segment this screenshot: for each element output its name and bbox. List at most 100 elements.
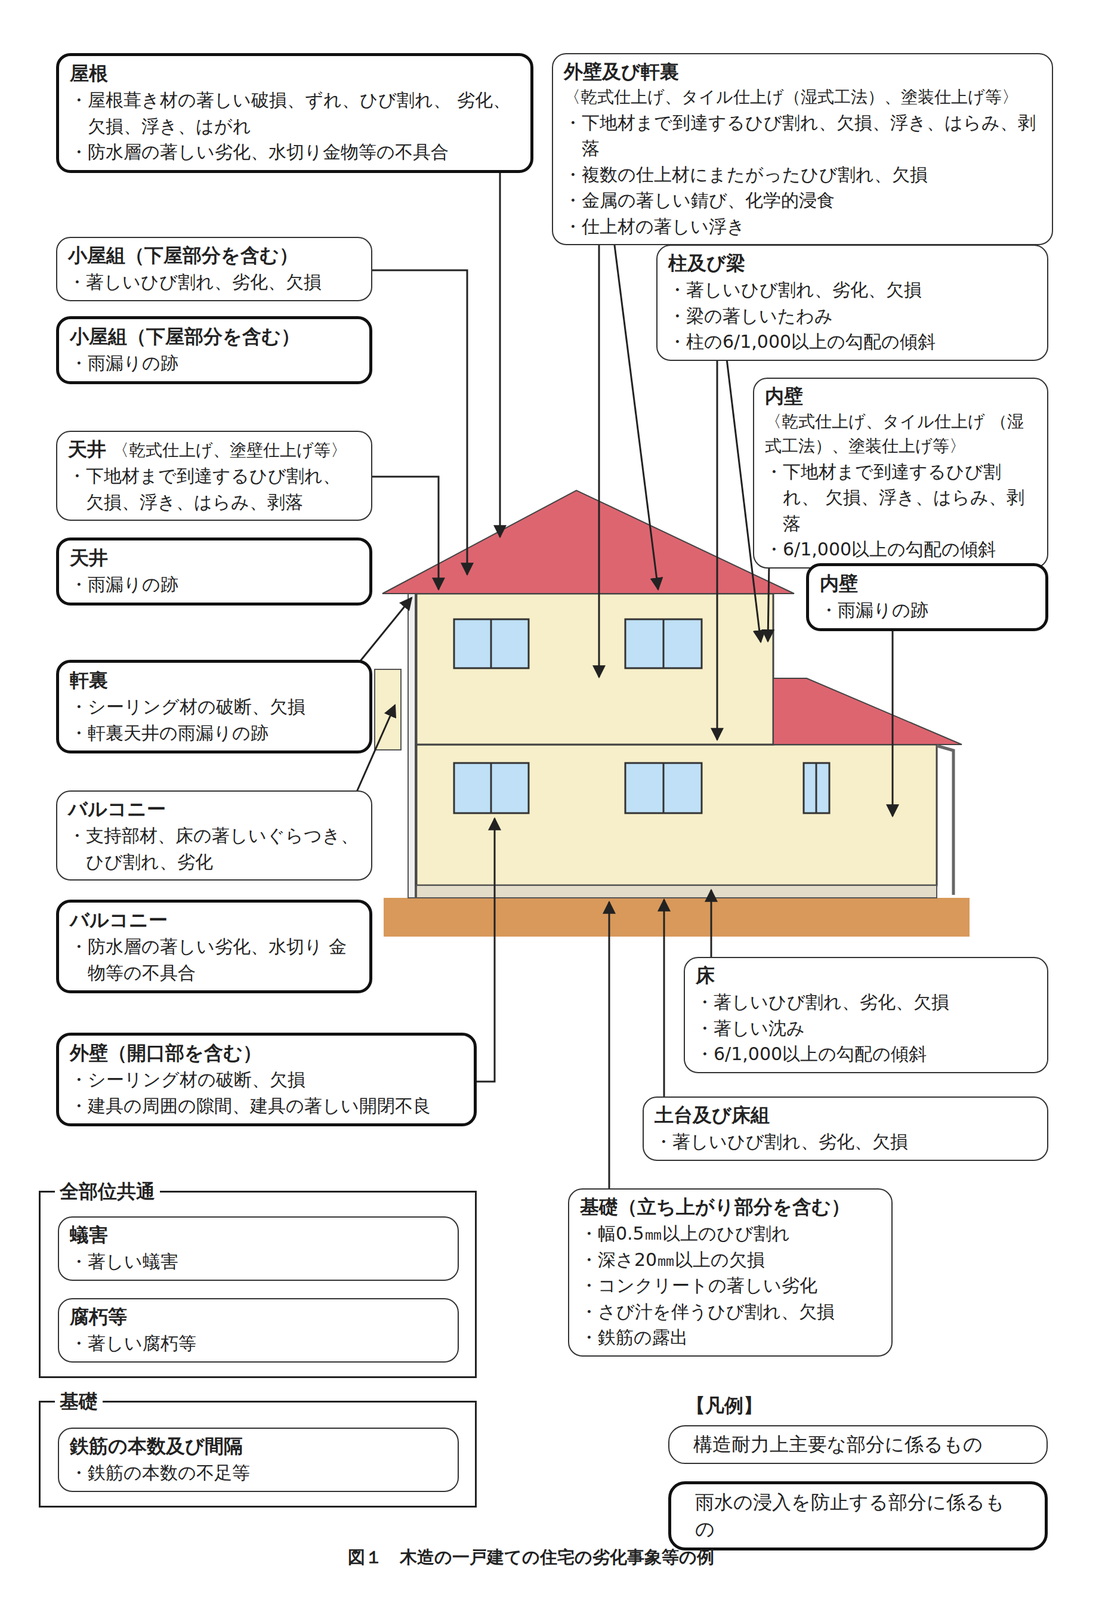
house-illustration xyxy=(408,593,416,898)
callout-box: 小屋組（下屋部分を含む）・著しいひび割れ、劣化、欠損 xyxy=(56,236,373,302)
house-illustration xyxy=(815,763,818,814)
part-heading: 外壁（開口部を含む） xyxy=(69,1039,463,1067)
defect-item: ・下地材まで到達するひび割れ、欠損、浮き、はらみ、剥落 xyxy=(563,109,1042,162)
callout-box: 内壁〈乾式仕上げ、タイル仕上げ （湿式工法）、塗装仕上げ等〉・下地材まで到達する… xyxy=(752,377,1049,569)
callout-box: 外壁及び軒裏〈乾式仕上げ、タイル仕上げ（湿式工法）、塗装仕上げ等〉・下地材まで到… xyxy=(551,53,1054,246)
part-heading: 天井 xyxy=(68,435,107,463)
group-frame: 全部位共通蟻害・著しい蟻害腐朽等・著しい腐朽等 xyxy=(38,1190,477,1379)
legend-text: 構造耐力上主要な部分に係るもの xyxy=(693,1433,983,1456)
house-illustration xyxy=(416,593,774,745)
callout-box: 内壁・雨漏りの跡 xyxy=(806,563,1049,632)
defect-item: ・雨漏りの跡 xyxy=(69,350,359,377)
house-illustration xyxy=(625,763,702,814)
defect-item: ・著しい腐朽等 xyxy=(69,1330,447,1357)
defect-item: ・複数の仕上材にまたがったひび割れ、欠損 xyxy=(563,161,1042,188)
part-heading: 基礎（立ち上がり部分を含む） xyxy=(579,1193,881,1221)
legend-title: 【凡例】 xyxy=(686,1392,763,1420)
defect-item: ・下地材まで到達するひび割れ、 欠損、浮き、はらみ、剥落 xyxy=(68,462,361,515)
defect-item: ・6/1,000以上の勾配の傾斜 xyxy=(764,536,1037,563)
callout-box: バルコニー・支持部材、床の著しいぐらつき、 ひび割れ、劣化 xyxy=(56,790,373,881)
part-heading: 小屋組（下屋部分を含む） xyxy=(69,322,359,351)
figure-caption: 図１ 木造の一戸建ての住宅の劣化事象等の例 xyxy=(238,1545,824,1570)
legend-sample: 構造耐力上主要な部分に係るもの xyxy=(668,1425,1048,1465)
defect-item: ・柱の6/1,000以上の勾配の傾斜 xyxy=(668,328,1037,356)
defect-item: ・軒裏天井の雨漏りの跡 xyxy=(69,720,359,747)
leader-arrow xyxy=(608,902,611,1218)
defect-item: ・金属の著しい錆び、化学的浸食 xyxy=(563,187,1042,214)
house-illustration xyxy=(662,763,665,814)
callout-box: 腐朽等・著しい腐朽等 xyxy=(57,1298,459,1363)
defect-item: ・雨漏りの跡 xyxy=(819,597,1035,624)
callout-box: 床・著しいひび割れ、劣化、欠損・著しい沈み・6/1,000以上の勾配の傾斜 xyxy=(683,957,1049,1074)
part-heading: バルコニー xyxy=(69,906,359,934)
leader-arrow xyxy=(499,149,502,537)
defect-item: ・梁の著しいたわみ xyxy=(668,303,1037,330)
callout-box: 天井〈乾式仕上げ、塗壁仕上げ等〉・下地材まで到達するひび割れ、 欠損、浮き、はら… xyxy=(56,430,373,521)
defect-item: ・著しい沈み xyxy=(695,1015,1037,1042)
house-illustration xyxy=(454,619,830,814)
callout-box: 柱及び梁・著しいひび割れ、劣化、欠損・梁の著しいたわみ・柱の6/1,000以上の… xyxy=(656,244,1049,361)
leader-arrow xyxy=(598,202,601,678)
house-illustration xyxy=(490,619,493,669)
house-illustration xyxy=(374,669,401,750)
part-heading: バルコニー xyxy=(68,795,361,823)
finish-type: 〈乾式仕上げ、タイル仕上げ（湿式工法）、塗装仕上げ等〉 xyxy=(563,85,1042,110)
part-heading: 小屋組（下屋部分を含む） xyxy=(68,241,361,270)
house-illustration xyxy=(383,897,970,937)
defect-item: ・支持部材、床の著しいぐらつき、 ひび割れ、劣化 xyxy=(68,822,361,875)
house-illustration xyxy=(490,763,493,814)
house-illustration xyxy=(662,619,665,669)
defect-item: ・シーリング材の破断、欠損 xyxy=(69,1066,463,1094)
part-heading: 内壁 xyxy=(819,569,1035,598)
defect-item: ・さび汁を伴うひび割れ、欠損 xyxy=(579,1298,881,1326)
leader-arrow xyxy=(346,270,468,575)
defect-item: ・屋根葺き材の著しい破損、ずれ、ひび割れ、 劣化、欠損、浮き、はがれ xyxy=(69,87,520,140)
leader-arrow xyxy=(609,202,659,590)
defect-item: ・著しいひび割れ、劣化、欠損 xyxy=(668,276,1037,304)
defect-item: ・コンクリートの著しい劣化 xyxy=(579,1272,881,1299)
part-heading: 床 xyxy=(695,961,1037,990)
house-illustration xyxy=(773,678,962,745)
defect-item: ・防水層の著しい劣化、水切り 金物等の不具合 xyxy=(69,933,359,986)
part-heading: 内壁 xyxy=(764,382,1037,410)
defect-item: ・著しいひび割れ、劣化、欠損 xyxy=(695,989,1037,1016)
legend-text: 雨水の浸入を防止する部分に係るもの xyxy=(695,1491,1005,1541)
defect-item: ・下地材まで到達するひび割れ、 欠損、浮き、はらみ、剥落 xyxy=(764,458,1037,537)
part-heading: 鉄筋の本数及び間隔 xyxy=(69,1432,447,1460)
house-illustration xyxy=(936,745,954,895)
finish-type: 〈乾式仕上げ、塗壁仕上げ等〉 xyxy=(112,438,348,463)
part-heading: 土台及び床組 xyxy=(654,1101,1037,1129)
callout-box: バルコニー・防水層の著しい劣化、水切り 金物等の不具合 xyxy=(56,899,373,994)
group-frame: 基礎鉄筋の本数及び間隔・鉄筋の本数の不足等 xyxy=(38,1400,477,1508)
defect-item: ・深さ20㎜以上の欠損 xyxy=(579,1246,881,1274)
group-title: 全部位共通 xyxy=(54,1177,160,1206)
callout-box: 鉄筋の本数及び間隔・鉄筋の本数の不足等 xyxy=(57,1427,459,1493)
part-heading: 腐朽等 xyxy=(69,1303,447,1331)
part-heading: 屋根 xyxy=(69,59,520,88)
callout-box: 基礎（立ち上がり部分を含む）・幅0.5㎜以上のひび割れ・深さ20㎜以上の欠損・コ… xyxy=(568,1188,893,1357)
callout-box: 天井・雨漏りの跡 xyxy=(56,537,373,606)
finish-type: 〈乾式仕上げ、タイル仕上げ （湿式工法）、塗装仕上げ等〉 xyxy=(764,409,1037,459)
defect-item: ・幅0.5㎜以上のひび割れ xyxy=(579,1220,881,1247)
part-heading: 外壁及び軒裏 xyxy=(563,57,1042,86)
defect-item: ・防水層の著しい劣化、水切り金物等の不具合 xyxy=(69,139,520,166)
house-illustration xyxy=(803,763,830,814)
callout-box: 小屋組（下屋部分を含む）・雨漏りの跡 xyxy=(56,316,373,385)
callout-box: 土台及び床組・著しいひび割れ、劣化、欠損 xyxy=(642,1096,1049,1162)
house-illustration xyxy=(454,619,529,669)
leader-arrow xyxy=(891,608,894,817)
defect-item: ・雨漏りの跡 xyxy=(69,571,359,598)
defect-item: ・著しい蟻害 xyxy=(69,1248,447,1276)
defect-item: ・仕上材の著しい浮き xyxy=(563,213,1042,240)
defect-item: ・6/1,000以上の勾配の傾斜 xyxy=(695,1041,1037,1068)
callout-box: 蟻害・著しい蟻害 xyxy=(57,1216,459,1281)
defect-item: ・鉄筋の本数の不足等 xyxy=(69,1459,447,1487)
part-heading: 軒裏 xyxy=(69,666,359,694)
defect-item: ・著しいひび割れ、劣化、欠損 xyxy=(654,1128,1037,1156)
house-illustration xyxy=(454,763,529,814)
callout-box: 軒裏・シーリング材の破断、欠損・軒裏天井の雨漏りの跡 xyxy=(56,659,373,754)
part-heading: 柱及び梁 xyxy=(668,249,1037,277)
house-illustration xyxy=(491,619,817,814)
house-illustration xyxy=(625,619,702,669)
group-title: 基礎 xyxy=(54,1387,103,1416)
